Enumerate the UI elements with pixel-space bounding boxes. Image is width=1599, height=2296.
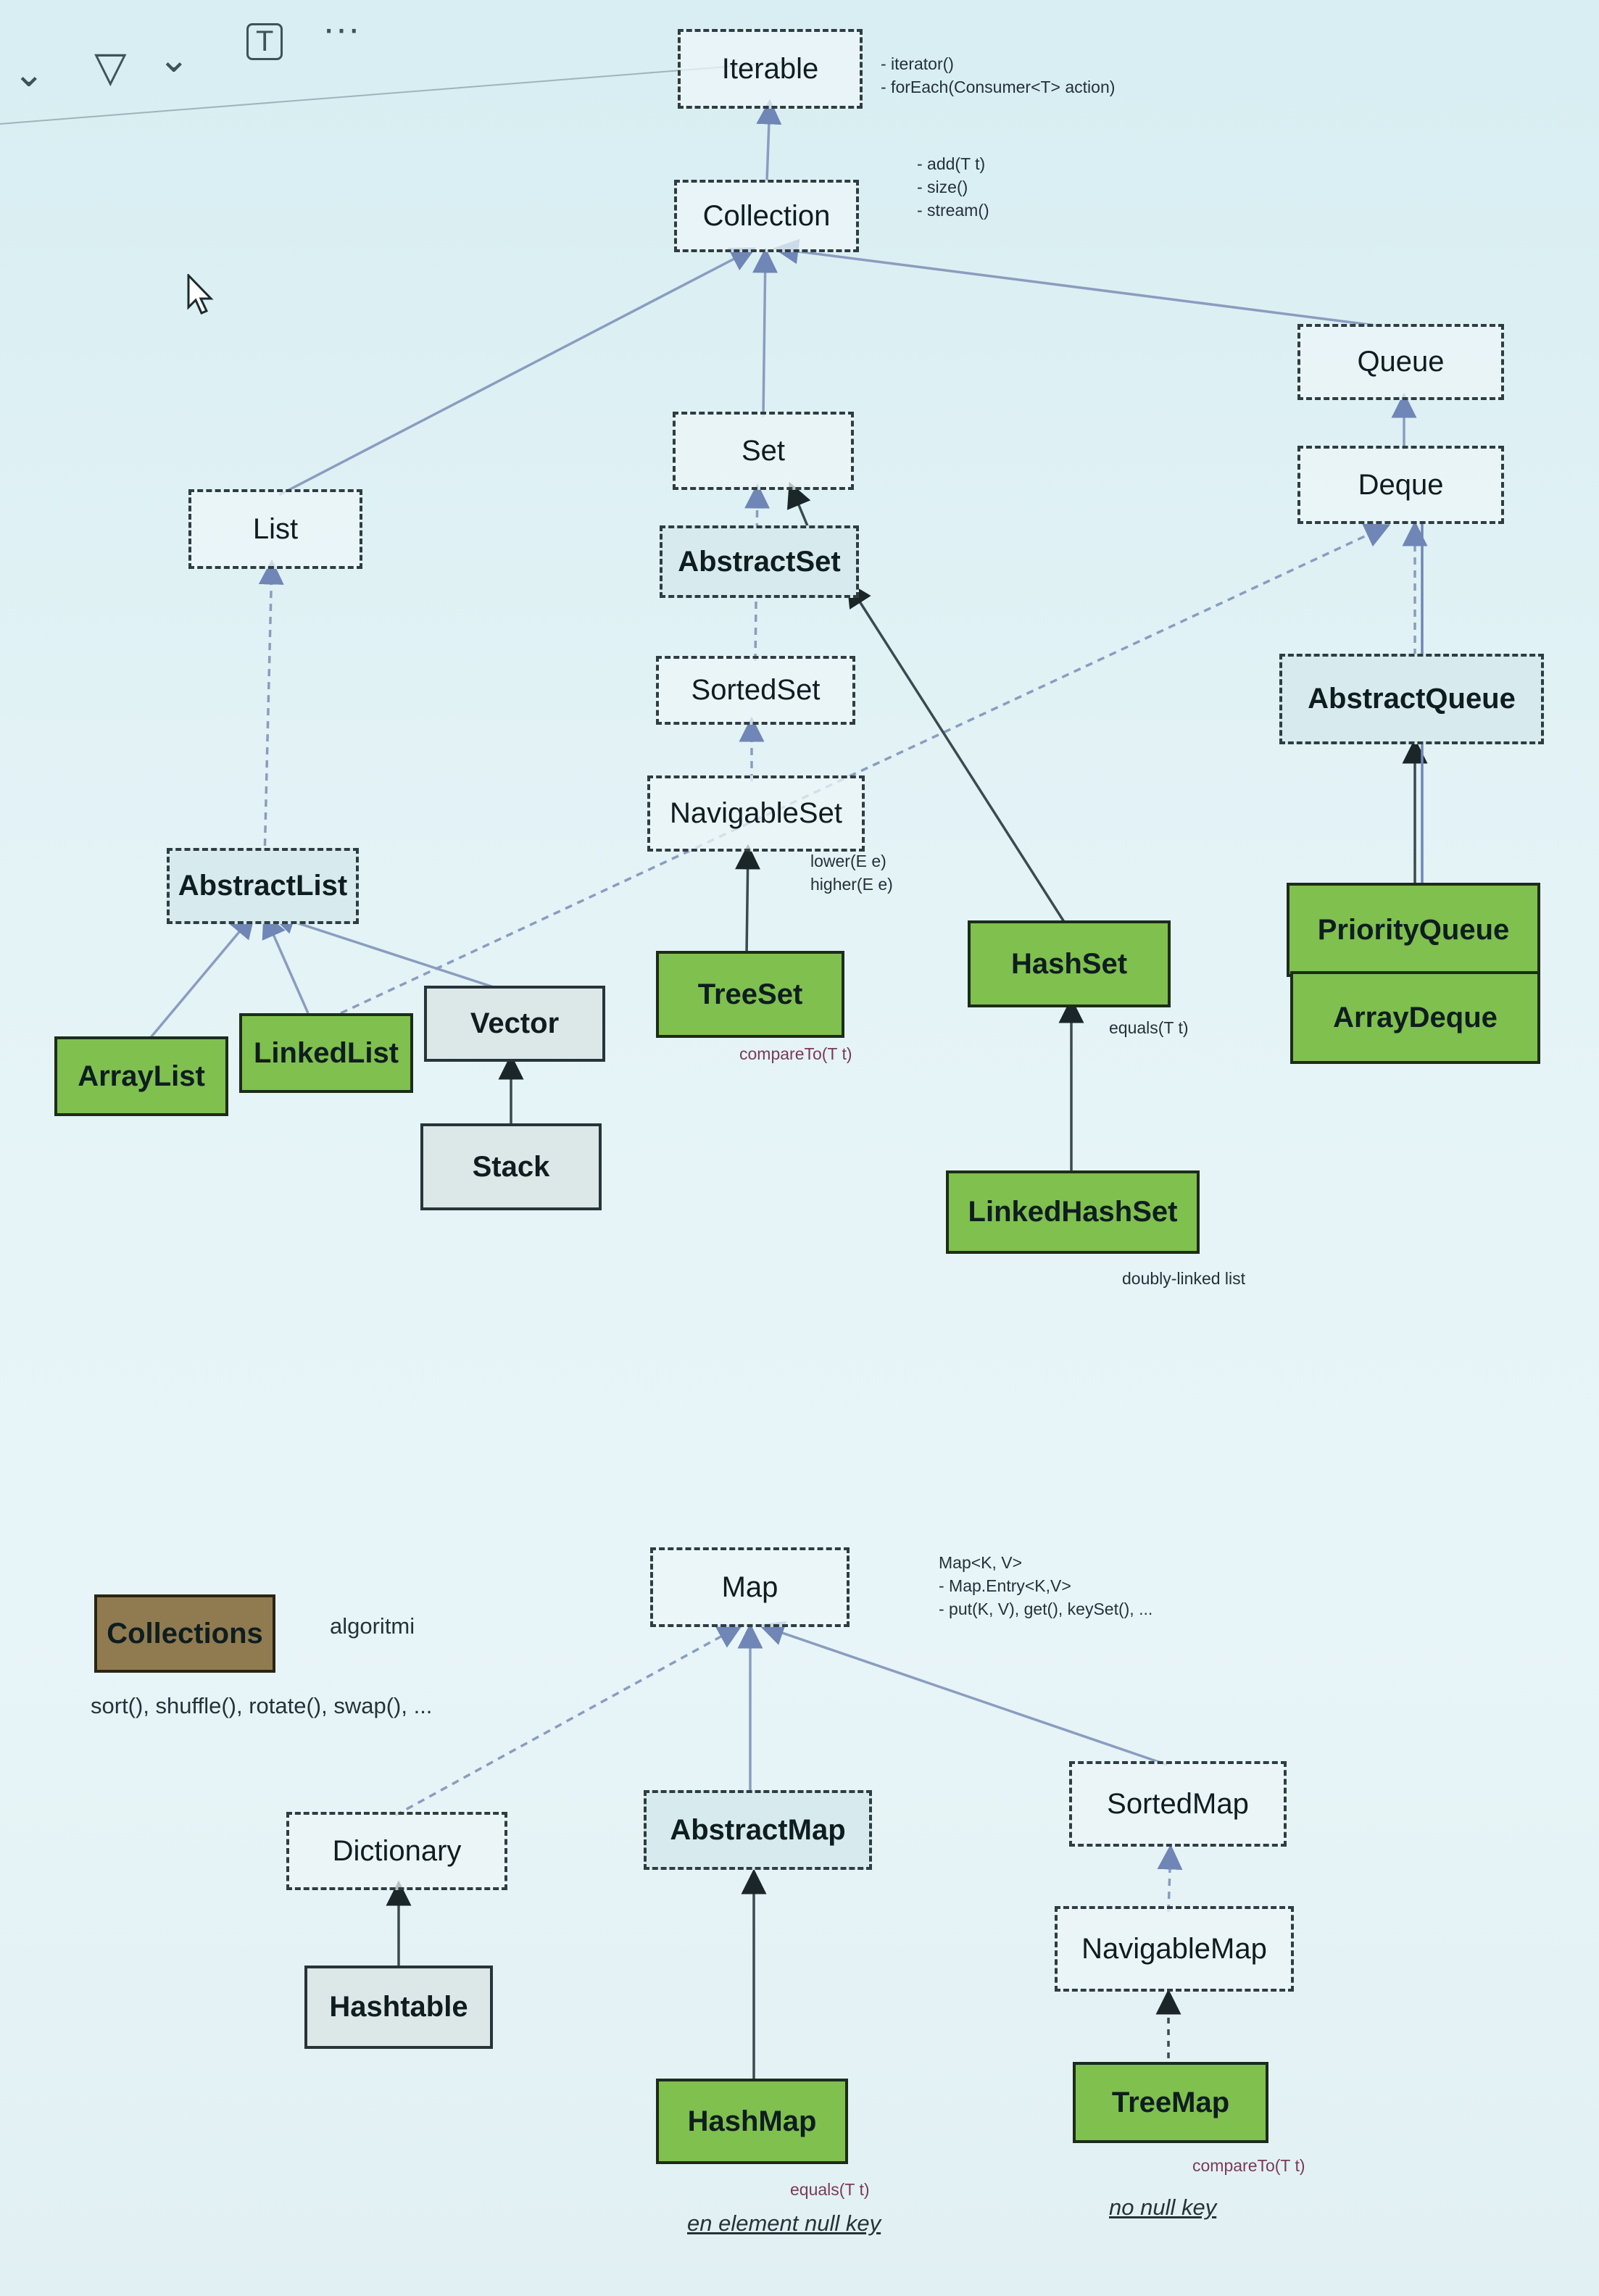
note-line: higher(E e) [810,875,893,894]
note-line: - iterator() [881,54,954,73]
node-hash-set: HashSet [968,920,1171,1007]
more-icon[interactable]: ··· [323,8,360,50]
node-hashtable: Hashtable [304,1966,493,2049]
collections-label: algoritmi [330,1613,415,1639]
edge-vector-abstractlist [269,910,501,991]
node-navigable-map: NavigableMap [1055,1906,1294,1992]
chevron-down-icon[interactable]: ⌄ [13,53,45,95]
map-methods-note: Map<K, V> - Map.Entry<K,V> - put(K, V), … [939,1551,1152,1621]
node-iterable: Iterable [678,29,863,109]
hash-set-note: equals(T t) [1109,1018,1189,1037]
node-priority-queue: PriorityQueue [1287,883,1540,977]
edge-list-collection [278,247,757,496]
collections-methods-note: sort(), shuffle(), rotate(), swap(), ... [91,1693,433,1718]
node-abstract-queue: AbstractQueue [1279,654,1544,744]
node-hash-map: HashMap [656,2079,848,2164]
node-dictionary: Dictionary [286,1812,507,1890]
node-stack: Stack [420,1123,602,1210]
note-line: - forEach(Consumer<T> action) [881,78,1116,96]
node-tree-set: TreeSet [656,951,844,1038]
edge-abstractlist-list [258,559,284,860]
node-queue: Queue [1297,324,1504,400]
edge-sortedmap-map [758,1621,1168,1766]
edge-linkedlist-abstractlist [262,912,310,1014]
hash-map-note-equals: equals(T t) [790,2180,870,2199]
collection-methods-note: - add(T t) - size() - stream() [917,152,989,222]
node-collection: Collection [674,180,859,252]
node-abstract-list: AbstractList [167,848,359,924]
tree-map-note-null-key: no null key [1109,2195,1217,2220]
node-linked-hash-set: LinkedHashSet [946,1170,1200,1254]
node-deque: Deque [1297,446,1504,524]
linked-hash-set-note: doubly-linked list [1122,1269,1246,1288]
node-array-deque: ArrayDeque [1290,971,1540,1064]
tree-set-note: compareTo(T t) [739,1044,852,1063]
edge-dictionary-map [394,1624,744,1817]
filter-icon[interactable]: ▽ [94,43,127,91]
edge-hashset-abstractset [847,581,1067,925]
node-tree-map: TreeMap [1073,2062,1268,2143]
edge-collection-iterable [756,99,782,182]
iterable-methods-note: - iterator() - forEach(Consumer<T> actio… [881,52,1115,99]
node-linked-list: LinkedList [239,1013,413,1093]
edge-arraylist-abstractlist [147,912,256,1041]
node-navigable-set: NavigableSet [647,775,865,852]
text-tool-icon[interactable]: T [246,23,283,60]
note-line: - add(T t) [917,154,986,173]
edge-abstractset-set [786,481,811,528]
node-list: List [188,489,362,569]
note-line: - Map.Entry<K,V> [939,1576,1071,1595]
chevron-down-icon[interactable]: ⌄ [158,38,190,80]
edge-treeset-navigableset [735,844,761,956]
edge-linkedlist-deque [340,523,1391,1015]
note-line: - put(K, V), get(), keySet(), ... [939,1600,1153,1618]
note-line: - stream() [917,201,989,220]
node-map: Map [650,1547,850,1627]
node-sorted-set: SortedSet [656,656,855,725]
note-line: - size() [917,178,968,196]
node-collections: Collections [94,1594,275,1673]
hash-map-note-null-key: en element null key [687,2210,881,2236]
node-set: Set [673,412,854,490]
edge-queue-collection [773,238,1382,328]
edge-sortedset-set [744,483,771,662]
edge-navigablemap-sortedmap [1157,1844,1183,1913]
node-vector: Vector [424,986,605,1062]
navigable-set-methods-note: lower(E e) higher(E e) [810,849,893,896]
edge-set-collection [752,247,778,417]
node-abstract-map: AbstractMap [644,1790,872,1870]
node-array-list: ArrayList [54,1036,228,1116]
node-sorted-map: SortedMap [1069,1761,1287,1847]
note-line: lower(E e) [810,852,886,870]
note-line: Map<K, V> [939,1553,1023,1572]
node-abstract-set: AbstractSet [660,525,859,598]
mouse-cursor-icon [187,274,214,315]
tree-map-note-compare: compareTo(T t) [1192,2156,1305,2175]
